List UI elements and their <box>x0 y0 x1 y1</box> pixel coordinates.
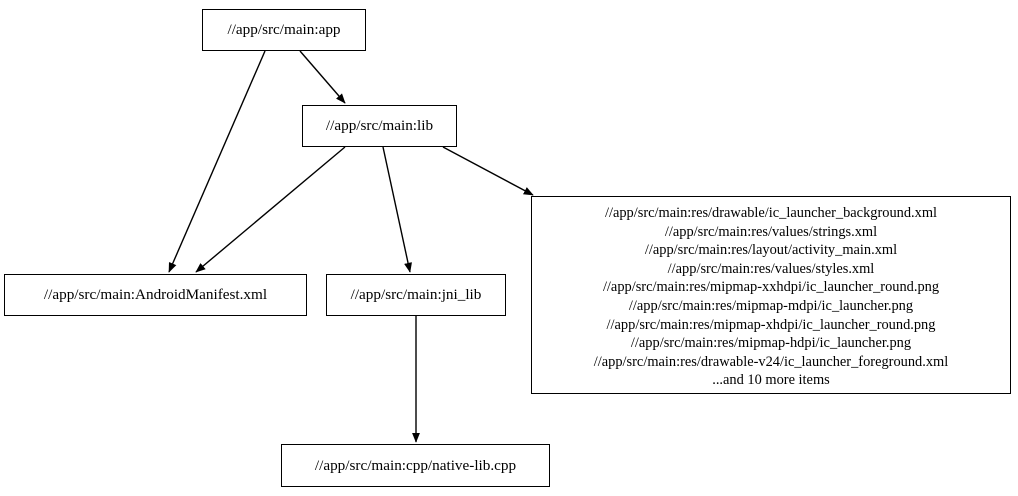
graph-node-manifest[interactable]: //app/src/main:AndroidManifest.xml <box>4 274 307 316</box>
graph-node-label-jni_lib: //app/src/main:jni_lib <box>350 286 482 304</box>
graph-node-label-app: //app/src/main:app <box>227 21 341 39</box>
graph-node-jni_lib[interactable]: //app/src/main:jni_lib <box>326 274 506 316</box>
graph-node-label-resources: //app/src/main:res/drawable/ic_launcher_… <box>593 205 949 389</box>
graph-edge-app-to-lib <box>299 50 346 104</box>
graph-edge-lib-to-jni-lib <box>382 146 412 273</box>
graph-node-native_lib[interactable]: //app/src/main:cpp/native-lib.cpp <box>281 444 550 487</box>
graph-node-lib[interactable]: //app/src/main:lib <box>302 105 457 147</box>
graph-node-label-manifest: //app/src/main:AndroidManifest.xml <box>43 286 268 304</box>
graph-node-label-native_lib: //app/src/main:cpp/native-lib.cpp <box>314 456 517 474</box>
graph-edge-app-to-manifest <box>168 50 266 273</box>
graph-edge-lib-to-resources <box>442 146 534 196</box>
graph-node-app[interactable]: //app/src/main:app <box>202 9 366 51</box>
graph-node-label-lib: //app/src/main:lib <box>325 117 434 135</box>
graph-edge-lib-to-manifest <box>195 146 346 273</box>
graph-node-resources[interactable]: //app/src/main:res/drawable/ic_launcher_… <box>531 196 1011 394</box>
